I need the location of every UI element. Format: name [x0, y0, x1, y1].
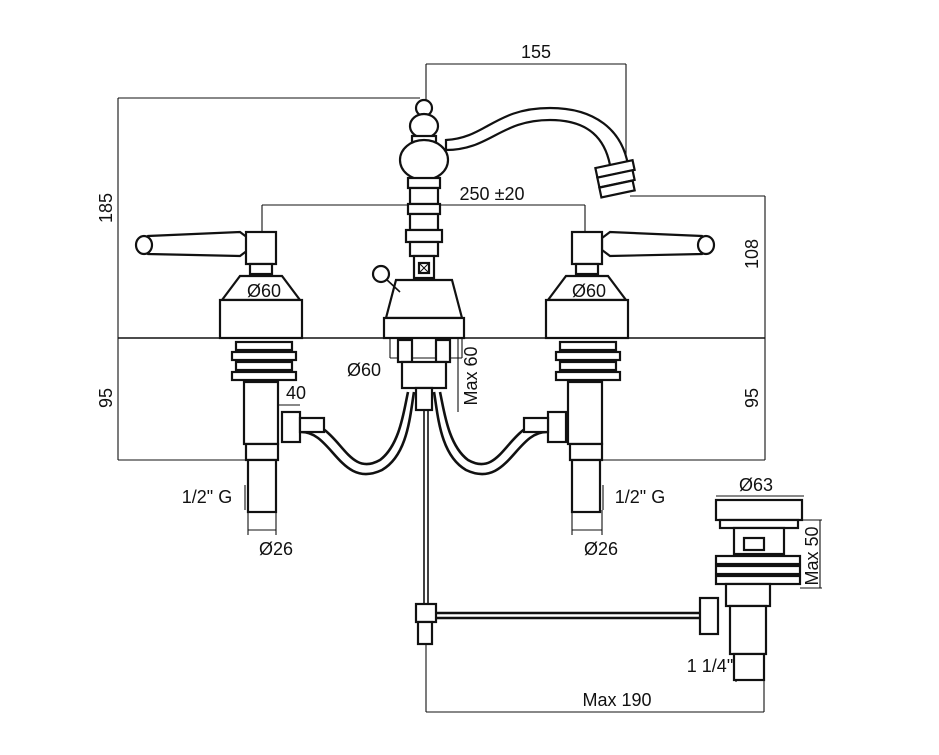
left-handle-assembly: [134, 230, 304, 514]
dim-waste-diameter: Ø63: [739, 475, 773, 495]
dim-spout-height: 108: [742, 239, 762, 269]
dim-handle-base-right: Ø60: [572, 281, 606, 301]
dim-shank-left: Ø26: [259, 539, 293, 559]
dim-handle-base-left: Ø60: [247, 281, 281, 301]
right-handle-assembly: [544, 230, 716, 514]
dim-max-rod: Max 190: [582, 690, 651, 710]
dim-below-deck-left: 95: [96, 388, 116, 408]
pop-up-waste: [414, 498, 804, 682]
flexible-hoses: [280, 391, 568, 476]
dim-shank-right: Ø26: [584, 539, 618, 559]
dim-offset-left: 40: [286, 383, 306, 403]
dim-spout-base: Ø60: [347, 360, 381, 380]
dim-thread-right: 1/2" G: [615, 487, 665, 507]
dim-below-deck-right: 95: [742, 388, 762, 408]
dim-waste-thread: 1 1/4": [687, 656, 733, 676]
dim-thread-left: 1/2" G: [182, 487, 232, 507]
dim-spout-reach: 155: [521, 42, 551, 62]
dim-centers: 250 ±20: [460, 184, 525, 204]
dim-total-height: 185: [96, 193, 116, 223]
dim-waste-height: Max 50: [802, 526, 822, 585]
spout-underside: [396, 338, 452, 612]
spout-assembly: [371, 98, 636, 340]
dimension-labels: 155 185 250 ±20 108 Ø60 Ø60 Ø60 Max 60 9…: [96, 42, 822, 710]
dim-max-deck: Max 60: [461, 346, 481, 405]
